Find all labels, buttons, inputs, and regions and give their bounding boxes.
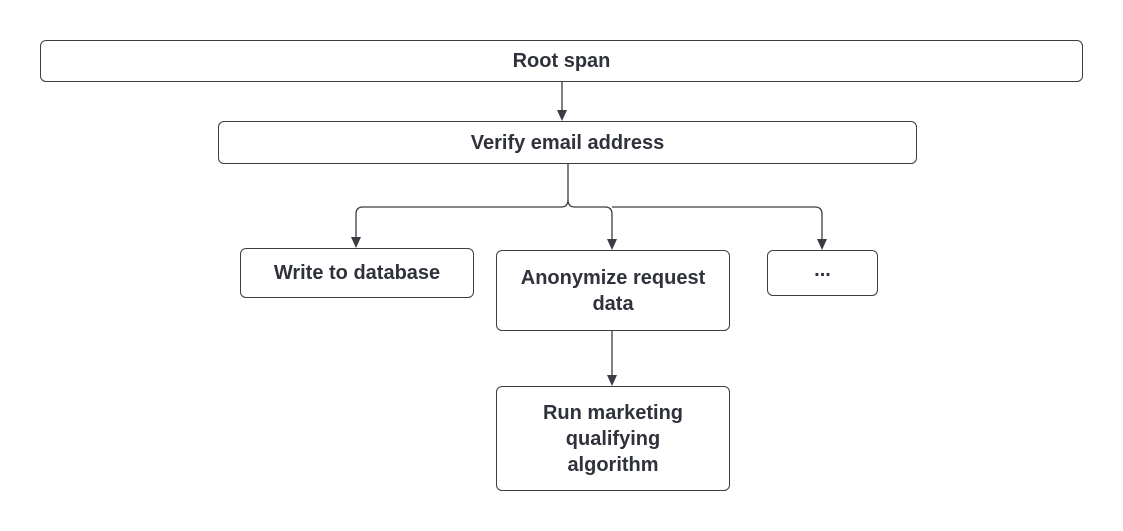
node-write-to-database: Write to database xyxy=(240,248,474,298)
node-anonymize-request-data-label: Anonymize request data xyxy=(520,267,706,315)
node-run-marketing-qualifying-algorithm: Run marketing qualifying algorithm xyxy=(496,386,730,491)
node-write-to-database-label: Write to database xyxy=(273,262,441,284)
node-verify-email-address: Verify email address xyxy=(218,121,917,164)
connector-verify-to-anonymize xyxy=(567,199,613,240)
node-verify-email-address-label: Verify email address xyxy=(470,131,665,154)
connector-verify-to-write xyxy=(355,164,569,238)
node-run-marketing-qualifying-algorithm-label: Run marketing qualifying algorithm xyxy=(542,401,684,476)
node-root-span-label: Root span xyxy=(512,50,611,72)
node-root-span: Root span xyxy=(40,40,1083,82)
arrowhead-more xyxy=(817,239,827,250)
node-more: ... xyxy=(767,250,878,296)
arrowhead-verify xyxy=(557,110,567,121)
connector-verify-to-more xyxy=(612,206,823,240)
arrowhead-anonymize xyxy=(607,239,617,250)
arrowhead-write xyxy=(351,237,361,248)
arrowhead-marketing xyxy=(607,375,617,386)
node-more-label: ... xyxy=(814,259,831,281)
node-anonymize-request-data: Anonymize request data xyxy=(496,250,730,331)
